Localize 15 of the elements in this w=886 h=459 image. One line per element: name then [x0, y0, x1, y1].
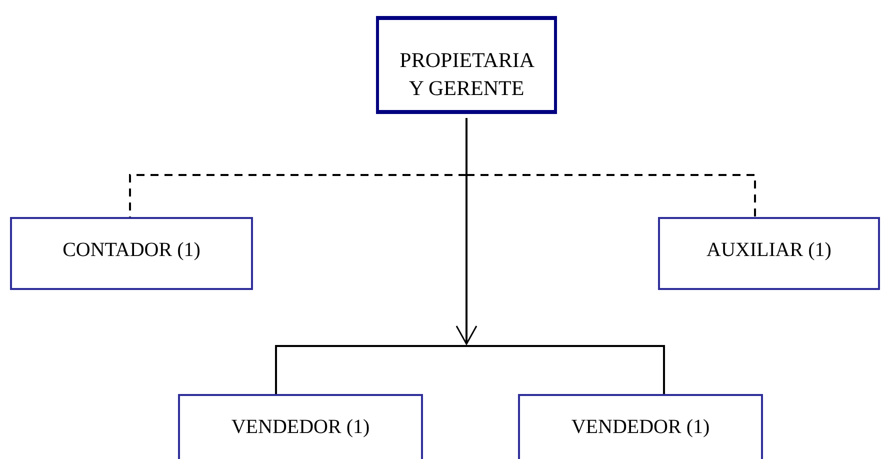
- connector-line: [663, 345, 665, 394]
- role-box: [10, 217, 253, 290]
- box-label: PROPIETARIA Y GERENTE: [398, 47, 536, 102]
- role-box: [658, 217, 880, 290]
- dashed-connector: [129, 174, 466, 217]
- connector-line: [275, 345, 277, 394]
- box-label: CONTADOR (1): [62, 238, 200, 263]
- arrow: [456, 118, 478, 345]
- role-box: [518, 394, 763, 459]
- dashed-connector: [466, 174, 756, 217]
- box-label: VENDEDOR (1): [231, 415, 370, 440]
- role-box: [178, 394, 423, 459]
- box-label: VENDEDOR (1): [571, 415, 710, 440]
- box-label: AUXILIAR (1): [706, 238, 832, 263]
- manager-box: [376, 16, 557, 114]
